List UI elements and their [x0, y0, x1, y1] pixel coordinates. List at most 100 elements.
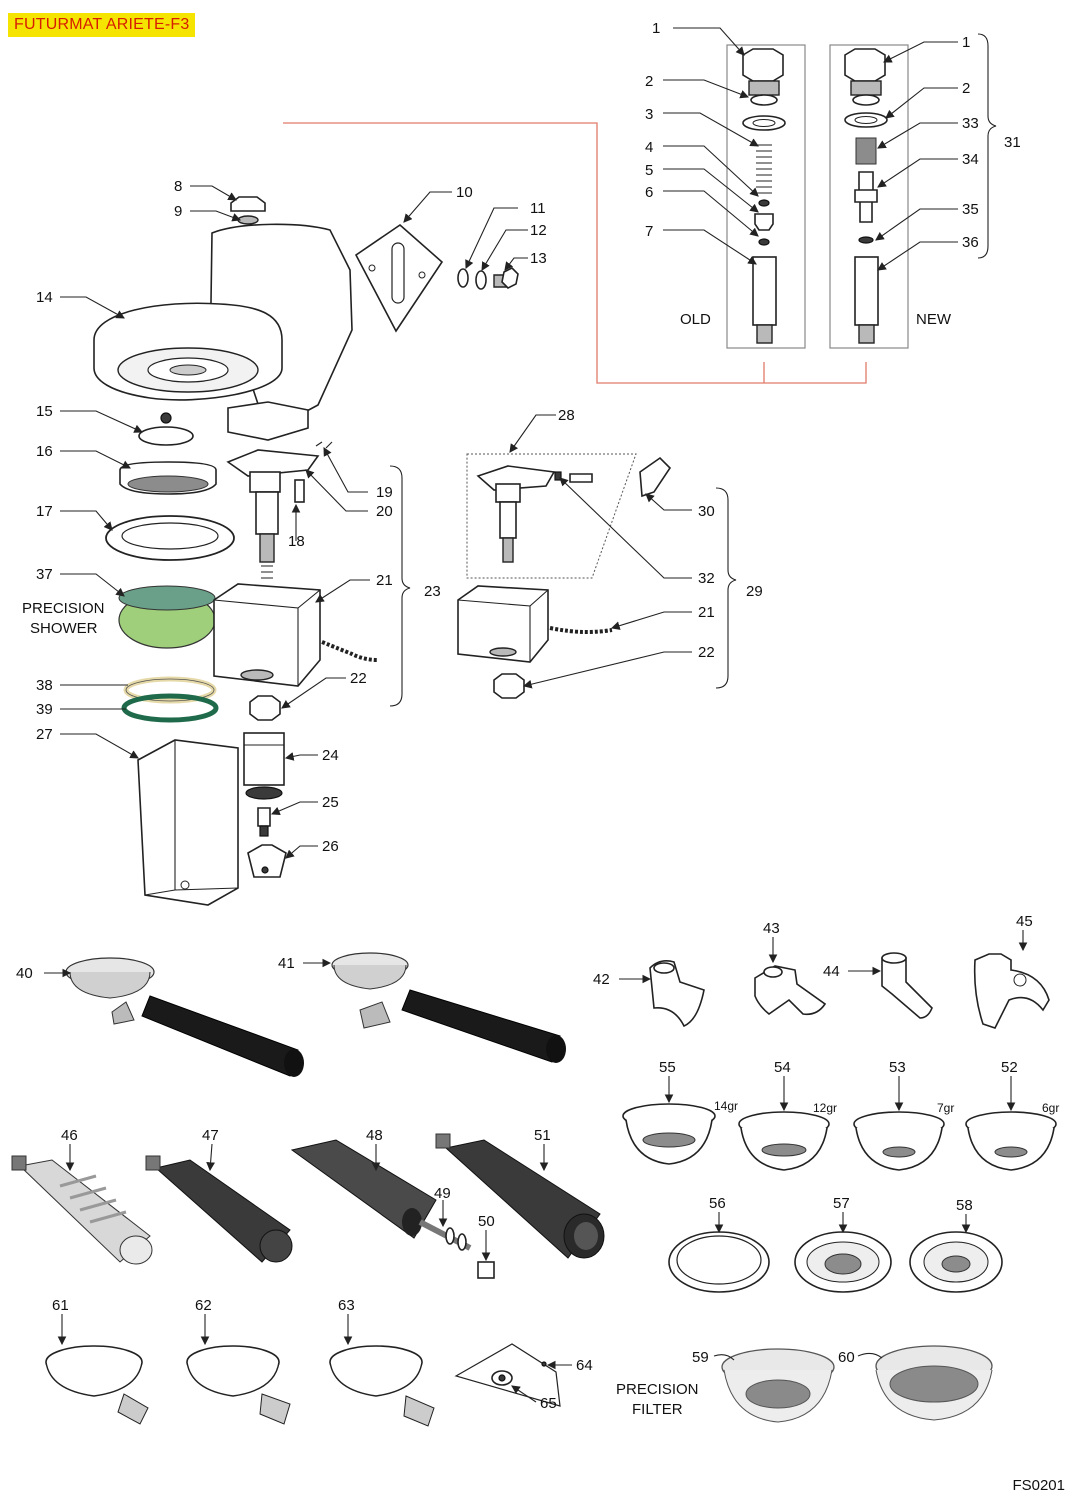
label-53: 53 [889, 1059, 906, 1076]
label-55: 55 [659, 1059, 676, 1076]
size-53: 7gr [937, 1101, 954, 1115]
label-33: 33 [962, 115, 979, 132]
label-51: 51 [534, 1127, 551, 1144]
basket-53 [853, 1111, 945, 1171]
basket-57 [794, 1231, 892, 1293]
label-2-old: 2 [645, 73, 653, 90]
label-8: 8 [174, 178, 182, 195]
label-50: 50 [478, 1213, 495, 1230]
portafilter-bodies [45, 1343, 561, 1427]
label-28: 28 [558, 407, 575, 424]
basket-55 [622, 1103, 716, 1165]
label-3: 3 [645, 106, 653, 123]
label-46: 46 [61, 1127, 78, 1144]
label-62: 62 [195, 1297, 212, 1314]
label-1-new: 1 [962, 34, 970, 51]
label-42: 42 [593, 971, 610, 988]
solenoid-assembly-left [213, 441, 411, 878]
label-22-left: 22 [350, 670, 367, 687]
basket-60 [875, 1345, 993, 1421]
label-16: 16 [36, 443, 53, 460]
label-29: 29 [746, 583, 763, 600]
label-26: 26 [322, 838, 339, 855]
label-41: 41 [278, 955, 295, 972]
basket-58 [909, 1231, 1003, 1293]
label-57: 57 [833, 1195, 850, 1212]
new-valve-frame [829, 44, 909, 349]
label-21-right: 21 [698, 604, 715, 621]
solenoid-assembly-right [457, 453, 737, 699]
label-14: 14 [36, 289, 53, 306]
label-25: 25 [322, 794, 339, 811]
drawing-code: FS0201 [1012, 1477, 1065, 1494]
basket-56 [668, 1231, 770, 1293]
label-4: 4 [645, 139, 653, 156]
label-48: 48 [366, 1127, 383, 1144]
new-valve-parts [844, 48, 888, 344]
label-31: 31 [1004, 134, 1021, 151]
label-24: 24 [322, 747, 339, 764]
label-15: 15 [36, 403, 53, 420]
caption-precision-filter-2: FILTER [632, 1401, 683, 1418]
label-20: 20 [376, 503, 393, 520]
label-35: 35 [962, 201, 979, 218]
label-36: 36 [962, 234, 979, 251]
valve-old-new-group: OLD NEW [283, 33, 997, 384]
handles [11, 1133, 605, 1279]
label-37: 37 [36, 566, 53, 583]
label-58: 58 [956, 1197, 973, 1214]
label-18: 18 [288, 533, 305, 550]
label-40: 40 [16, 965, 33, 982]
label-22-right: 22 [698, 644, 715, 661]
label-38: 38 [36, 677, 53, 694]
label-5: 5 [645, 162, 653, 179]
group-head-assembly [93, 196, 519, 906]
label-60: 60 [838, 1349, 855, 1366]
link-line [283, 122, 867, 384]
label-21-left: 21 [376, 572, 393, 589]
caption-old: OLD [680, 311, 711, 328]
old-valve-frame [726, 44, 806, 349]
basket-52 [965, 1111, 1057, 1171]
label-34: 34 [962, 151, 979, 168]
label-27: 27 [36, 726, 53, 743]
label-1-old: 1 [652, 20, 660, 37]
label-9: 9 [174, 203, 182, 220]
label-52: 52 [1001, 1059, 1018, 1076]
caption-precision-shower-1: PRECISION [22, 600, 105, 617]
label-23: 23 [424, 583, 441, 600]
caption-precision-filter-1: PRECISION [616, 1381, 699, 1398]
label-13: 13 [530, 250, 547, 267]
filter-baskets [622, 1103, 1057, 1423]
label-59: 59 [692, 1349, 709, 1366]
label-45: 45 [1016, 913, 1033, 930]
label-49: 49 [434, 1185, 451, 1202]
label-30: 30 [698, 503, 715, 520]
label-63: 63 [338, 1297, 355, 1314]
leader-lines [44, 27, 1028, 1403]
label-17: 17 [36, 503, 53, 520]
label-7: 7 [645, 223, 653, 240]
label-2-new: 2 [962, 80, 970, 97]
label-19: 19 [376, 484, 393, 501]
size-55: 14gr [714, 1099, 738, 1113]
label-6: 6 [645, 184, 653, 201]
label-61: 61 [52, 1297, 69, 1314]
basket-54 [738, 1111, 830, 1171]
spouts [649, 952, 1050, 1029]
label-39: 39 [36, 701, 53, 718]
label-44: 44 [823, 963, 840, 980]
size-52: 6gr [1042, 1101, 1059, 1115]
label-12: 12 [530, 222, 547, 239]
label-47: 47 [202, 1127, 219, 1144]
caption-precision-shower-2: SHOWER [30, 620, 98, 637]
label-43: 43 [763, 920, 780, 937]
label-10: 10 [456, 184, 473, 201]
label-54: 54 [774, 1059, 791, 1076]
caption-new: NEW [916, 311, 952, 328]
old-valve-parts [742, 48, 786, 344]
basket-59 [721, 1348, 835, 1423]
label-64: 64 [576, 1357, 593, 1374]
label-32: 32 [698, 570, 715, 587]
label-65: 65 [540, 1395, 557, 1412]
